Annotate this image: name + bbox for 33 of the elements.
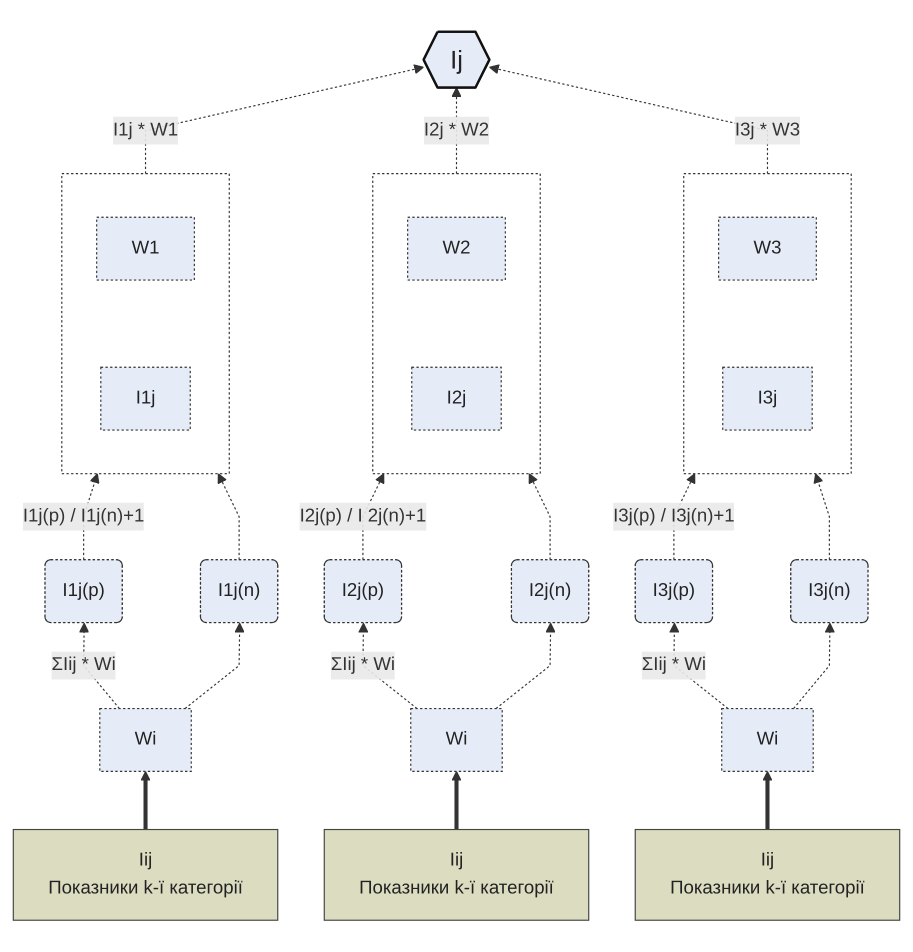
node-box: W3: [718, 216, 817, 281]
arrow: [814, 473, 830, 560]
edge-label: I2j * W2: [424, 120, 490, 140]
edge-label: ΣIij * Wi: [330, 655, 396, 675]
node-box: Iij Показники k-ї категорії: [634, 828, 900, 921]
arrow: [140, 770, 151, 830]
node-box: Wi: [410, 708, 503, 772]
node-box: I3j: [722, 366, 813, 431]
arrow: [451, 770, 462, 830]
edge-label: I3j(p) / I3j(n)+1: [613, 506, 735, 526]
node-box: Iij Показники k-ї категорії: [324, 828, 590, 921]
arrow: [528, 473, 551, 560]
edge-label: I1j * W1: [112, 120, 178, 140]
edge-label: I2j(p) / I 2j(n)+1: [300, 506, 426, 526]
node-box: Iij Показники k-ї категорії: [12, 828, 278, 921]
cluster: [683, 173, 852, 474]
node-box: W1: [96, 216, 195, 281]
node-box: Wi: [721, 708, 814, 772]
arrow: [218, 473, 240, 560]
edge-label: I1j(p) / I1j(n)+1: [22, 506, 144, 526]
node-box: I1j: [100, 366, 191, 431]
arrow: [184, 622, 245, 710]
node-box: I2j: [411, 366, 502, 431]
arrow: [793, 622, 835, 709]
arrow: [496, 622, 556, 710]
cluster: [61, 173, 230, 474]
edge-label: ΣIij * Wi: [642, 655, 706, 675]
edge-label: ΣIij * Wi: [52, 655, 116, 675]
arrow: [762, 770, 773, 830]
edge-label: I3j * W3: [734, 120, 800, 140]
node-box: W2: [407, 216, 506, 281]
cluster: [372, 173, 541, 474]
node-box: Wi: [99, 708, 192, 772]
